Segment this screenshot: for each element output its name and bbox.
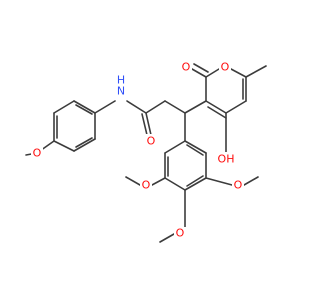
label-mask-methoxy-o1 (31, 146, 43, 159)
bond-pyr-3 (230, 68, 247, 78)
bond-carbonyl-o-double (141, 113, 148, 136)
bond-c-ch2 (145, 100, 166, 114)
label-mask-methoxy-o3 (174, 227, 186, 240)
bond-pyr-double-2 (207, 106, 227, 119)
label-mask-methoxy-o2 (140, 178, 152, 191)
bond-tmp-6 (184, 140, 207, 154)
bond-carbonyl-o (145, 112, 152, 136)
bond-aryl-n (94, 100, 116, 114)
atom-label-amide-o: O (147, 135, 156, 148)
molecule-structure: N H O O O OH O O O O (25, 61, 267, 243)
label-mask-amide-o (145, 134, 157, 147)
bond-ch2-ch (164, 100, 186, 114)
bond-tmp-4 (184, 177, 207, 191)
atom-label-hydroxyl: OH (218, 153, 235, 166)
bond-tmp-ome-methyl-3 (243, 176, 259, 186)
bond-lactone-o (191, 68, 207, 78)
atom-label-n: N (117, 85, 125, 98)
label-mask-methoxy-o4 (232, 178, 244, 191)
atom-label-ring-o: O (221, 61, 230, 74)
atom-label-methoxy-o4: O (234, 179, 243, 192)
atom-label-methoxy-o3: O (176, 227, 185, 240)
bond-anisyl-1 (53, 140, 75, 152)
label-mask-n (115, 84, 127, 97)
bond-lactone-o-double (193, 63, 209, 73)
bond-n-carbonyl (126, 100, 147, 114)
label-layer: N H O O O OH O O O O (31, 61, 244, 240)
bond-pyr-5 (225, 100, 247, 114)
bond-tmp-1 (164, 140, 186, 154)
bond-pyr-2 (205, 68, 220, 78)
bond-tmp-double-3 (186, 144, 204, 156)
atom-label-methoxy-o2: O (142, 179, 151, 192)
bond-tmp-ome-methyl-1 (125, 176, 141, 186)
bond-anisyl-4 (73, 100, 96, 114)
atom-label-nh-h: H (117, 74, 125, 87)
atom-label-methoxy-o1: O (33, 147, 42, 160)
bond-anisyl-5 (53, 100, 75, 114)
bond-layer (25, 63, 267, 243)
bond-tmp-double-2 (186, 175, 204, 187)
atom-label-lactone-o: O (182, 61, 191, 74)
bond-anisyl-2 (73, 138, 96, 152)
bond-tmp-ome-1 (151, 177, 166, 186)
label-mask-hydroxyl (215, 152, 237, 165)
bond-anisyl-double-2 (75, 137, 93, 148)
bond-pyr-methyl (245, 65, 267, 78)
label-mask-ring-o (219, 61, 231, 74)
bond-tmp-ome-methyl-2 (159, 233, 175, 243)
bond-tmp-3 (164, 177, 186, 191)
bond-ch-pyranone (184, 100, 207, 114)
bond-tmp-ome-3 (205, 177, 233, 186)
bond-anisyl-double-3 (75, 104, 93, 115)
bond-pyr-6 (205, 100, 227, 114)
label-mask-lactone-o (180, 61, 192, 74)
